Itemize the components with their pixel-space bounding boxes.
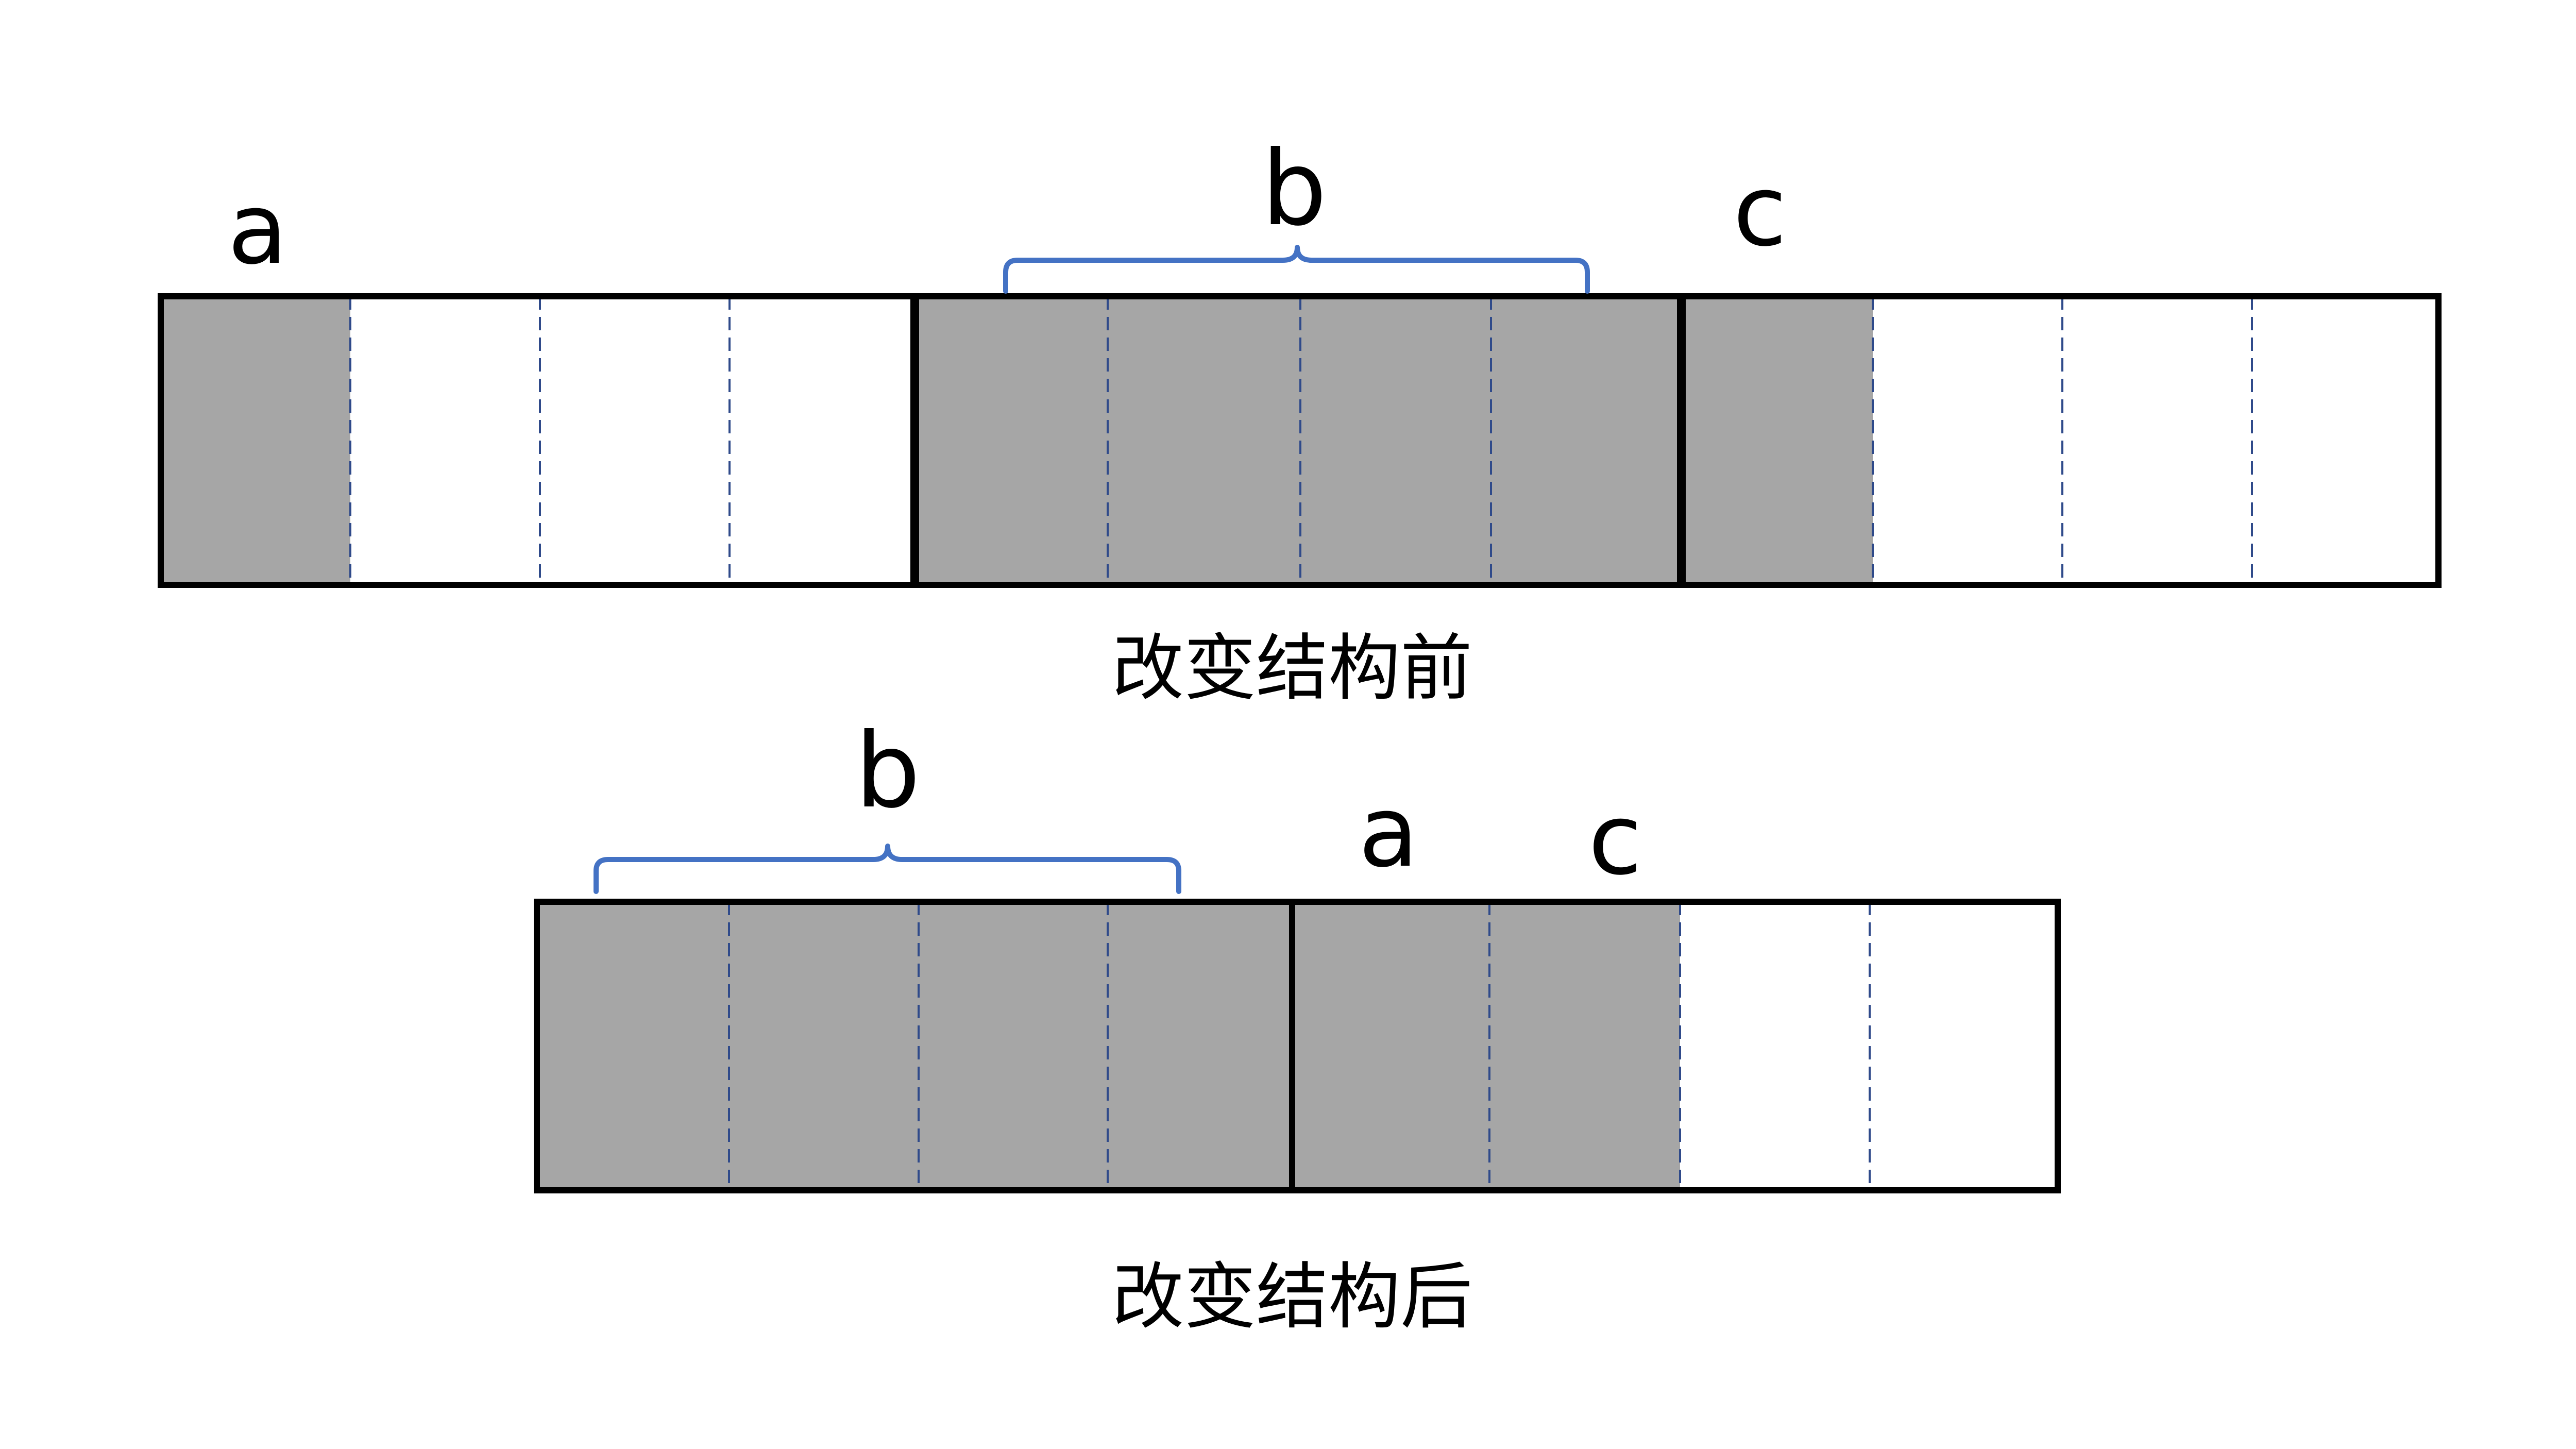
before-c-cell-3 xyxy=(2062,296,2252,585)
before-a-cell-4 xyxy=(730,296,913,585)
before-block-b: b xyxy=(913,129,1683,588)
after-c-cell-1 xyxy=(1489,902,1680,1190)
before-a-label: a xyxy=(228,172,287,286)
after-caption: 改变结构后 xyxy=(1112,1255,1472,1339)
after-block-ac: a c xyxy=(1289,775,2061,1193)
before-c-border xyxy=(1680,293,2442,588)
before-a-cell-2 xyxy=(350,296,540,585)
before-b-brace xyxy=(1003,245,1590,294)
after-ac-border xyxy=(1289,899,2061,1193)
after-c-cell-2 xyxy=(1680,902,1870,1190)
after-structure-row: b a c 改变结构后 xyxy=(534,711,2061,1339)
before-c-cell-4 xyxy=(2252,296,2438,585)
before-c-label: c xyxy=(1733,154,1787,268)
after-a-cell xyxy=(1292,902,1489,1190)
before-c-cell-1 xyxy=(1683,296,1873,585)
before-a-cell-3 xyxy=(540,296,730,585)
before-block-a: a xyxy=(158,172,917,588)
before-structure-row: a b c 改变结构前 xyxy=(158,129,2442,711)
before-block-c: c xyxy=(1680,154,2442,588)
before-c-cell-2 xyxy=(1873,296,2062,585)
before-b-label: b xyxy=(1262,129,1327,249)
after-c-label: c xyxy=(1588,783,1642,897)
after-a-label: a xyxy=(1359,775,1418,889)
before-caption: 改变结构前 xyxy=(1112,627,1472,711)
after-b-brace xyxy=(594,844,1181,894)
before-a-cell-1 xyxy=(161,296,350,585)
after-block-b: b xyxy=(534,711,1295,1193)
after-b-fill xyxy=(537,902,1292,1190)
after-b-label: b xyxy=(855,711,921,831)
after-c-cell-3 xyxy=(1870,902,2058,1190)
before-b-fill xyxy=(916,296,1680,585)
